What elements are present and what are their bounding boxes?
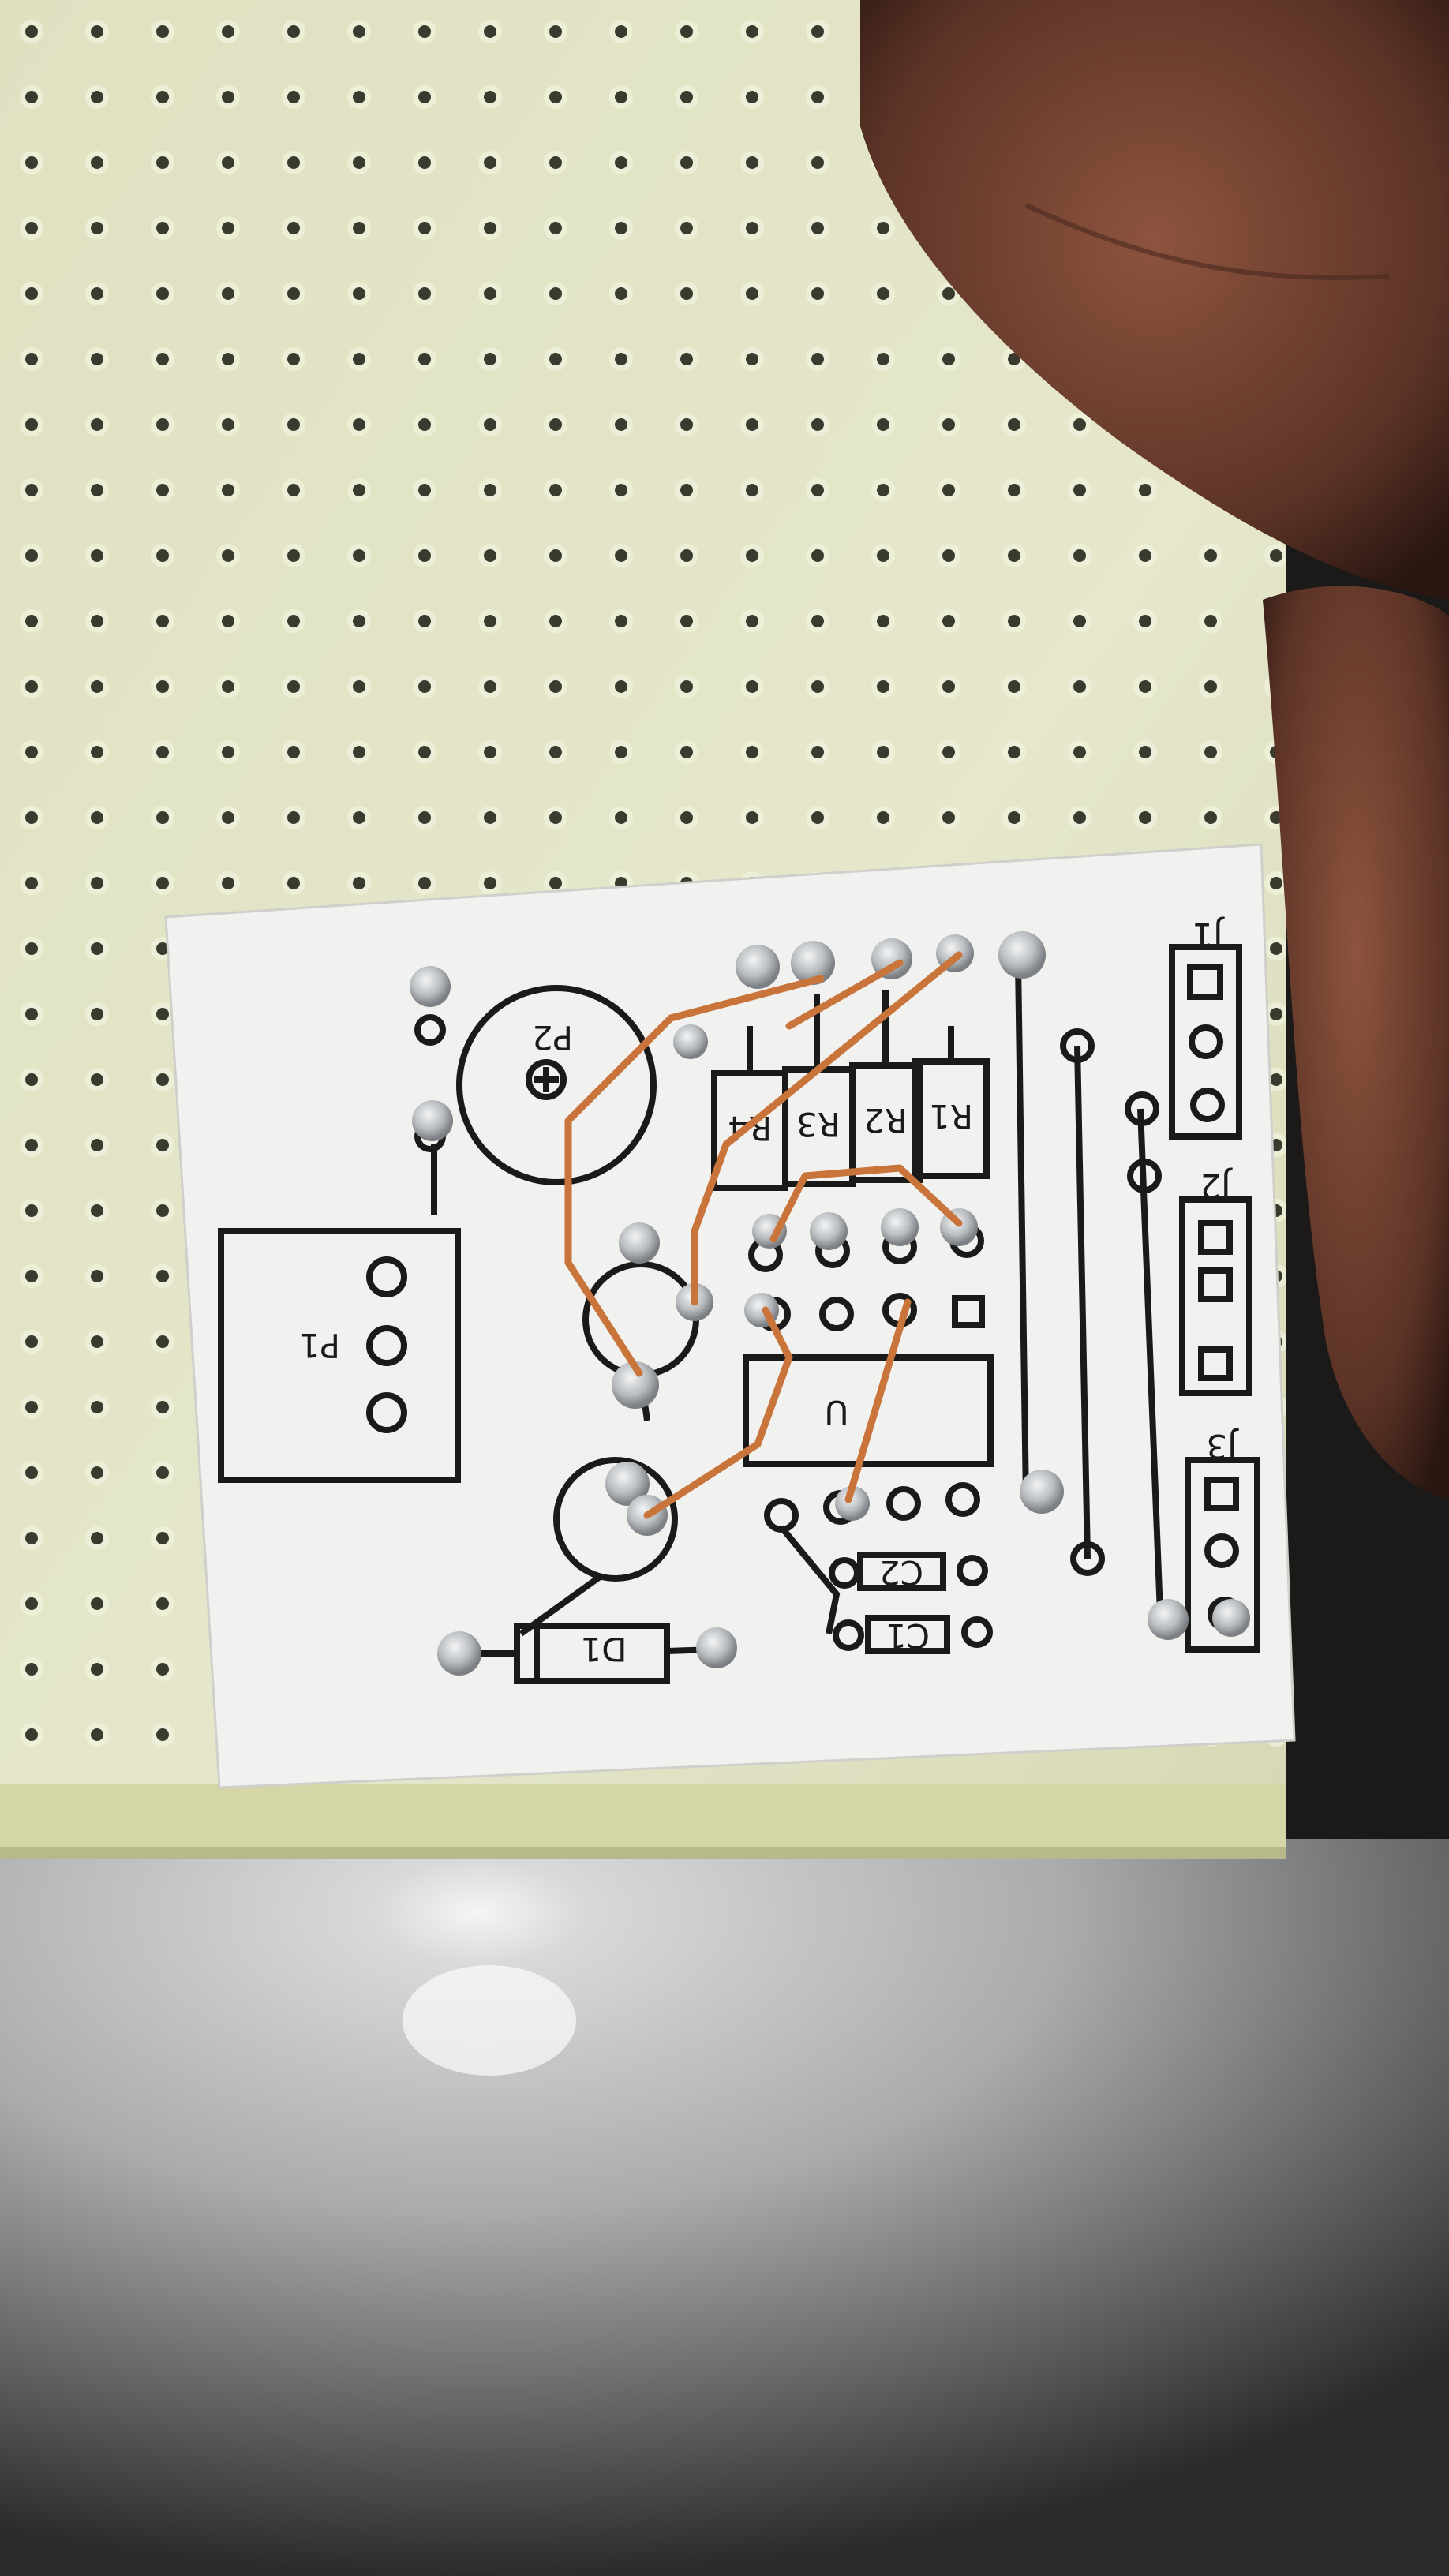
label-r1: R1 [929,1097,973,1136]
wire-4 [769,1164,963,1243]
p1-outline [218,1228,461,1483]
j2-outline [1179,1196,1252,1396]
sticker-paper [164,843,1296,1789]
wire-2 [691,951,963,1306]
p2-outline [456,985,657,1185]
j1-outline [1169,944,1242,1140]
label-j3: J3 [1206,1427,1239,1466]
board-edge [0,1784,1286,1859]
ic-outline [743,1354,994,1467]
c2-outline [857,1552,946,1591]
copper-wires [564,951,963,1519]
wire-1 [564,975,825,1377]
light-reflection [402,1965,576,2076]
label-c1: C1 [886,1616,930,1655]
label-r2: R2 [863,1101,908,1140]
label-u: U [825,1393,849,1432]
label-p1: P1 [299,1326,340,1365]
label-c2: C2 [879,1553,923,1592]
table-surface [0,1839,1449,2576]
wire-6 [844,1298,912,1503]
label-j1: J1 [1192,915,1225,954]
c1-outline [865,1615,950,1654]
label-j2: J2 [1200,1166,1233,1205]
j3-outline [1185,1457,1260,1653]
wire-3 [785,959,904,1030]
wire-5 [643,1306,793,1519]
label-p2: P2 [532,1018,573,1057]
pcb-sticker: J1 J2 J3 P1 P2 R4 R3 R2 R1 U C2 C1 D1 [164,843,1296,1789]
label-d1: D1 [580,1630,627,1668]
thumb [860,0,1449,1500]
label-r3: R3 [796,1105,841,1144]
silkscreen [218,944,1260,1684]
